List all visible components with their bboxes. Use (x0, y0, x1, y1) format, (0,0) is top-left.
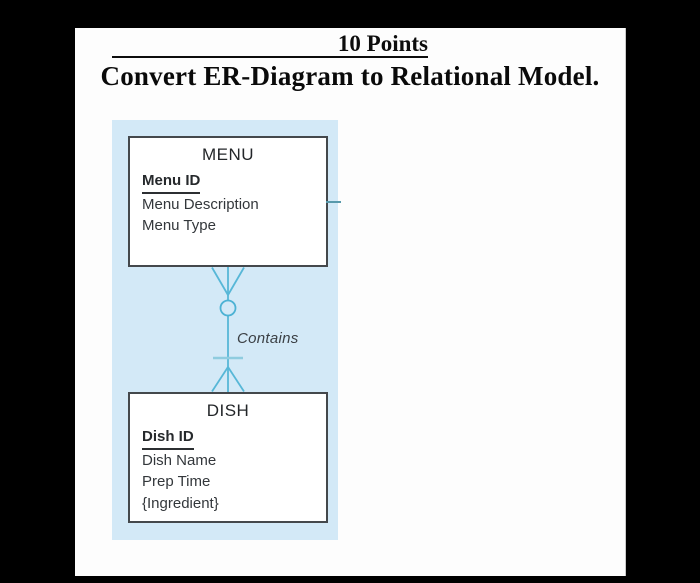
entity-menu-attributes: Menu ID Menu Description Menu Type (130, 165, 326, 237)
entity-menu-title: MENU (201, 145, 255, 164)
page-title: Convert ER-Diagram to Relational Model. (100, 61, 600, 91)
entity-menu: MENU Menu ID Menu Description Menu Type (128, 136, 328, 267)
entity-dish-title: DISH (206, 401, 250, 420)
attribute-dish-id: Dish ID (142, 426, 326, 450)
points-heading: 10 Points (112, 32, 428, 58)
attribute-dish-name: Dish Name (142, 451, 217, 469)
entity-dish: DISH Dish ID Dish Name Prep Time {Ingred… (128, 392, 328, 523)
attribute-menu-id: Menu ID (142, 170, 326, 194)
points-label: 10 Points (337, 31, 428, 56)
document-page: 10 Points Convert ER-Diagram to Relation… (75, 28, 626, 576)
entity-dish-attributes: Dish ID Dish Name Prep Time {Ingredient} (130, 421, 326, 514)
attribute-ingredient: {Ingredient} (142, 494, 219, 512)
attribute-menu-type: Menu Type (142, 217, 216, 234)
relationship-label: Contains (237, 330, 299, 347)
attribute-menu-description: Menu Description (142, 195, 259, 213)
attribute-prep-time: Prep Time (142, 473, 211, 490)
